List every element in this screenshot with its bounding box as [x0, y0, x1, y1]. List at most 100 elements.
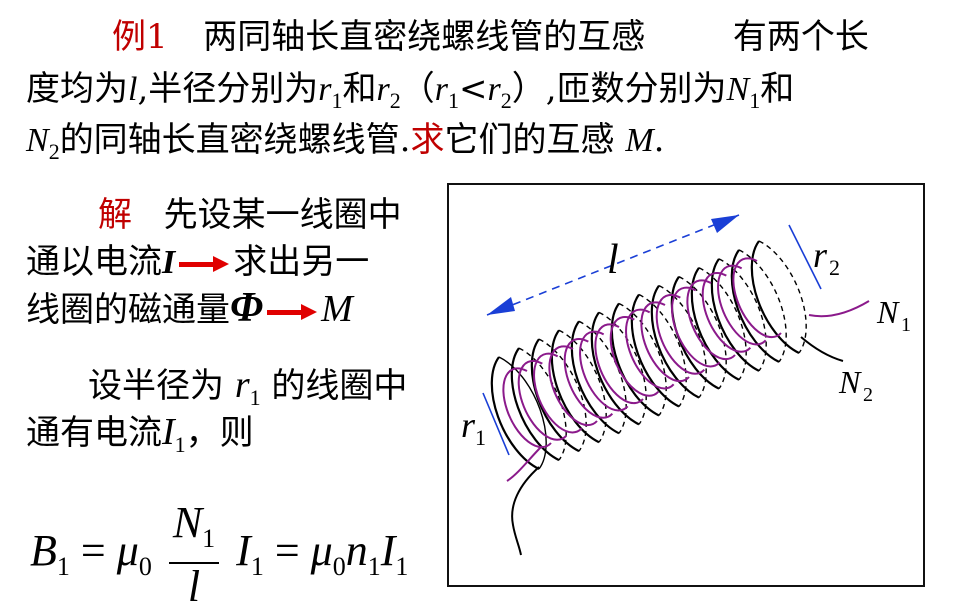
var-I1: I: [162, 411, 175, 453]
solution-line-1: 解 先设某一线圈中: [98, 193, 402, 237]
label-N2: N: [838, 364, 862, 400]
outer-turn-back: [618, 302, 667, 416]
r2-dimension-line: [788, 224, 822, 290]
outer-turn-back: [698, 267, 747, 381]
arrow-right-icon-2: [267, 302, 318, 322]
fraction-denominator: l: [187, 562, 201, 611]
outer-turn-front: [630, 293, 680, 408]
var-r2-b: r: [487, 71, 501, 108]
var-N2: N: [26, 122, 49, 159]
formula-eq-2: =: [274, 526, 300, 576]
outer-turn-front: [750, 240, 800, 354]
outer-turn-back: [658, 284, 707, 399]
outer-turn-back: [758, 240, 807, 354]
solenoid-figure: l r 2 N 1 N 2 r 1: [447, 183, 925, 587]
var-r1-solution: r: [234, 364, 250, 406]
label-N1: N: [876, 294, 900, 330]
solution-line-4: 设半径为 r1 的线圈中: [88, 363, 407, 420]
outer-turn-front: [490, 356, 540, 470]
label-r1: r: [461, 405, 476, 445]
problem-line-2: 度均为l,半径分别为r1和r2（r1<r2）,匝数分别为N1和: [26, 67, 794, 123]
label-r2: r: [813, 235, 828, 275]
outer-turn-back: [558, 329, 607, 443]
formula-sub-mu: 0: [138, 552, 152, 582]
paren-close: ）: [511, 69, 546, 109]
outer-turn-front: [510, 347, 560, 462]
formula-mu: μ: [116, 526, 139, 576]
word-and: 和: [342, 69, 377, 109]
problem-line-3: N2的同轴长直密绕螺线管.求它们的互感 M.: [26, 118, 664, 174]
var-r1-b: r: [434, 71, 448, 108]
outer-coil-turns: [490, 240, 844, 556]
solution-text-4b: 的线圈中: [271, 366, 408, 406]
var-phi: Φ: [230, 285, 264, 331]
problem-text-f: 它们的互感: [444, 120, 615, 160]
arrow-right-icon: [179, 254, 230, 274]
formula-sub-I-2: 1: [395, 552, 409, 582]
dimension-lines: [482, 214, 822, 456]
sub-1-b: 1: [447, 88, 459, 113]
example-label: 例1: [112, 17, 168, 57]
sub-2: 2: [389, 88, 401, 113]
paren-open: （: [400, 69, 435, 109]
formula-mu-2: μ: [310, 526, 333, 576]
solution-line-5: 通有电流I1，则: [26, 410, 254, 467]
var-r2: r: [376, 71, 390, 108]
solution-text-2a: 通以电流: [26, 242, 162, 282]
period: .: [653, 120, 665, 160]
inner-helix: [502, 257, 782, 449]
formula-B: B: [30, 526, 57, 576]
formula-eq-1: =: [80, 526, 106, 576]
problem-text-a: 有两个长: [732, 17, 869, 57]
solution-text-5b: ，则: [185, 413, 254, 453]
var-l: l: [128, 71, 138, 108]
var-r1: r: [318, 71, 332, 108]
formula-fraction: N1 l: [168, 498, 220, 611]
arrow-head-right: [711, 215, 739, 233]
formula-N: N: [172, 498, 203, 547]
var-I: I: [162, 244, 176, 281]
formula-n: n: [345, 526, 368, 576]
problem-text-b: 度均为: [26, 69, 128, 109]
problem-text-e: 的同轴长直密绕螺线管.: [59, 120, 411, 160]
inner-lead-top: [808, 300, 870, 318]
var-M-solution: M: [321, 288, 353, 330]
arrow-head-left: [487, 297, 515, 315]
sub-N2: 2: [48, 139, 60, 164]
outer-turn-front: [690, 267, 740, 381]
outer-turn-front: [570, 320, 620, 435]
inner-lead-bottom: [506, 446, 542, 482]
sub-I1: 1: [174, 432, 186, 457]
outer-turn-front: [650, 284, 700, 399]
label-r1-sub: 1: [475, 425, 486, 450]
outer-lead-top: [800, 336, 844, 362]
formula-sub-N: 1: [202, 524, 216, 553]
solution-text-5a: 通有电流: [26, 413, 162, 453]
r1-dimension-line: [482, 392, 510, 456]
problem-line-1: 例1 两同轴长直密绕螺线管的互感 有两个长: [112, 15, 869, 59]
inner-coil-helix: [502, 257, 870, 482]
solenoid-diagram: l r 2 N 1 N 2 r 1: [461, 214, 911, 556]
outer-turn-back: [498, 356, 547, 470]
outer-turn-back: [718, 258, 767, 372]
label-N1-sub: 1: [901, 314, 911, 336]
var-N1: N: [726, 71, 750, 108]
label-N2-sub: 2: [863, 384, 873, 406]
formula-sub-mu-2: 0: [332, 552, 346, 582]
outer-turn-back: [598, 311, 647, 425]
solution-text-4a: 设半径为: [88, 366, 224, 406]
formula-sub-B: 1: [56, 552, 70, 582]
formula-sub-I: 1: [250, 552, 264, 582]
outer-turn-front: [550, 329, 600, 444]
solution-text-3a: 线圈的磁通量: [26, 290, 230, 330]
outer-turn-back: [578, 320, 627, 434]
label-r2-sub: 2: [829, 255, 840, 280]
problem-text-c: ,半径分别为: [137, 69, 319, 109]
solution-label: 解: [98, 195, 132, 235]
problem-text-d: ,匝数分别为: [545, 69, 727, 109]
length-dimension-line: [486, 214, 740, 316]
var-M: M: [625, 122, 654, 159]
solution-text-1: 先设某一线圈中: [163, 195, 402, 235]
outer-turn-back: [738, 249, 787, 363]
